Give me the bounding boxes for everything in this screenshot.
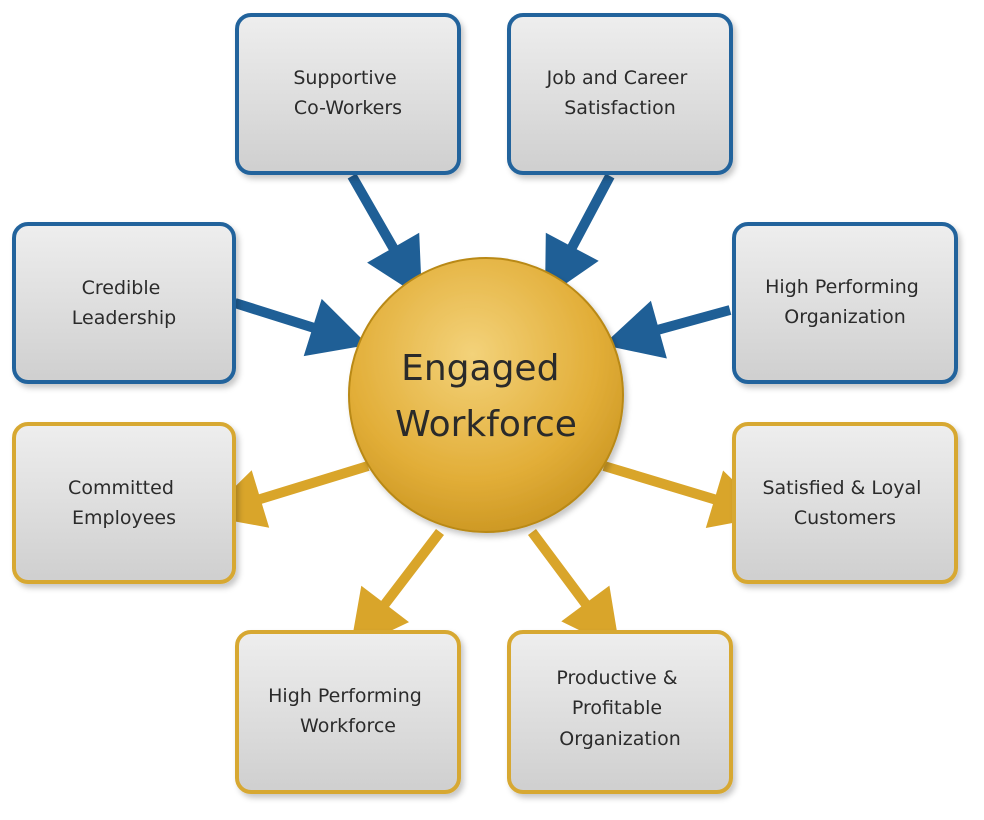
box-label-line: Employees <box>72 507 176 529</box>
svg-text:High Performing Workfo: High Performing Workforce <box>268 685 428 737</box>
center-label-line: Workforce <box>395 404 577 445</box>
box-label-line: Job and Career <box>546 67 688 89</box>
box-label-line: Committed <box>68 477 174 499</box>
box-job-and-career-satisfaction: Job and Career Satisfaction <box>507 13 733 175</box>
box-label-line: Productive & <box>556 667 677 689</box>
box-label-line: High Performing <box>268 685 422 707</box>
box-label-line: High Performing <box>765 276 919 298</box>
box-label-line: Profitable <box>572 697 662 719</box>
svg-text:Committed Employees: Committed Employees <box>68 477 180 529</box>
box-label-line: Customers <box>794 507 896 529</box>
box-label-line: Co-Workers <box>294 97 402 119</box>
svg-text:Supportive Co-Workers: Supportive Co-Workers <box>293 67 402 119</box>
svg-text:Credible Leadership: Credible Leadership <box>72 277 176 329</box>
arrow-center-to-workforce <box>350 529 444 650</box>
arrow-center-to-committed <box>205 461 370 528</box>
box-productive-profitable-organization: Productive & Profitable Organization <box>507 630 733 794</box>
arrow-high-org-to-center <box>603 300 732 359</box>
box-label-line: Organization <box>559 728 680 750</box>
box-high-performing-organization: High Performing Organization <box>732 222 958 384</box>
arrow-center-to-productive <box>528 529 620 650</box>
box-committed-employees: Committed Employees <box>12 422 236 584</box>
arrow-credible-to-center <box>233 298 368 357</box>
arrows-layer <box>205 173 770 650</box>
box-label-line: Supportive <box>293 67 396 89</box>
arrow-supportive-to-center <box>347 173 422 298</box>
boxes-layer: Supportive Co-Workers Job and Career Sat… <box>12 13 958 794</box>
box-label-line: Satisfied & Loyal <box>762 477 921 499</box>
box-label-line: Leadership <box>72 307 176 329</box>
box-satisfied-loyal-customers: Satisfied & Loyal Customers <box>732 422 958 584</box>
svg-text:Satisfied & Loyal Cust: Satisfied & Loyal Customers <box>762 477 927 529</box>
svg-text:Job and Career Satisfa: Job and Career Satisfaction <box>546 67 694 119</box>
box-supportive-co-workers: Supportive Co-Workers <box>235 13 461 175</box>
center-circle <box>348 257 624 533</box>
center-node-engaged-workforce: Engaged Workforce <box>348 257 624 533</box>
box-label-line: Satisfaction <box>564 97 676 119</box>
box-label-line: Workforce <box>300 715 396 737</box>
box-credible-leadership: Credible Leadership <box>12 222 236 384</box>
arrow-job-career-to-center <box>545 173 615 298</box>
center-label-line: Engaged <box>401 348 559 389</box>
box-label-line: Organization <box>784 306 905 328</box>
svg-text:Engaged Workforce: Engaged Workforce <box>395 348 577 445</box>
box-high-performing-workforce: High Performing Workforce <box>235 630 461 794</box>
arrow-center-to-customers <box>602 461 770 528</box>
svg-text:High Performing Organi: High Performing Organization <box>765 276 925 328</box>
svg-text:Productive & Profitabl: Productive & Profitable Organization <box>556 667 683 750</box>
box-label-line: Credible <box>82 277 161 299</box>
